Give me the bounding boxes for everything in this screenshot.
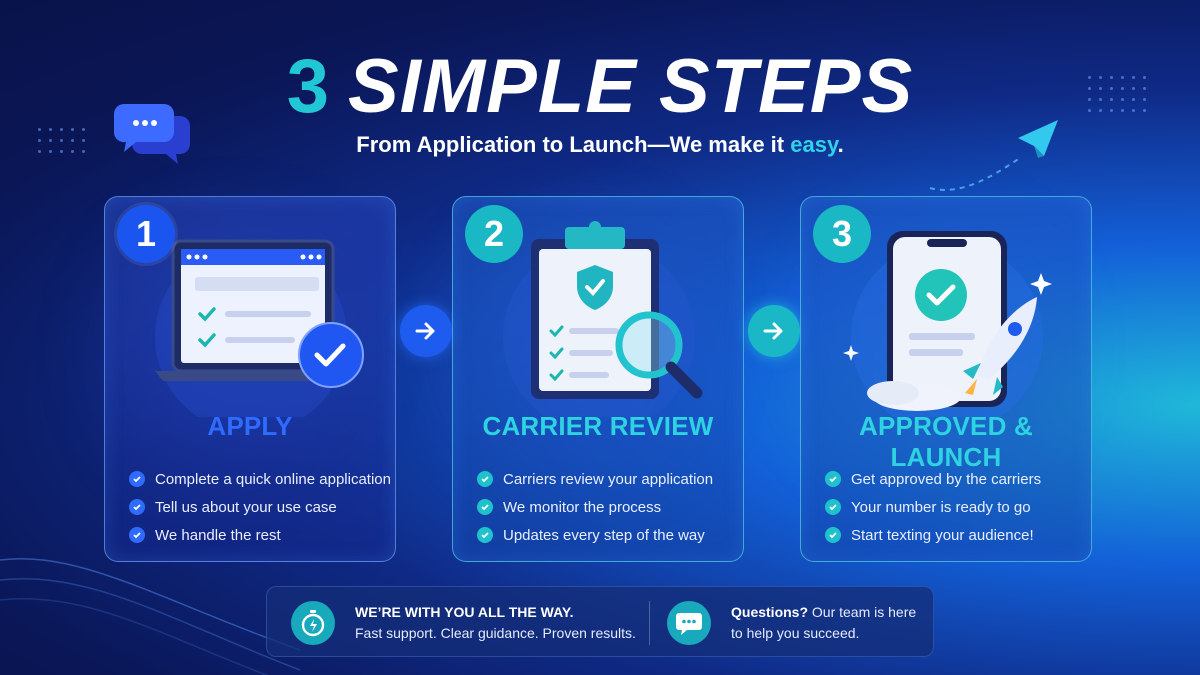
list-item: Tell us about your use case	[129, 493, 391, 521]
clipboard-icon	[503, 221, 703, 417]
list-item-text: Get approved by the carriers	[851, 470, 1042, 488]
list-item: We monitor the process	[477, 493, 713, 521]
check-icon	[129, 499, 145, 515]
step-number-badge: 3	[813, 205, 871, 263]
footer-right-line1: Our team is here	[811, 604, 917, 620]
check-icon	[825, 471, 841, 487]
page-subtitle: From Application to Launch—We make it ea…	[0, 132, 1200, 158]
rocket-icon	[963, 297, 1037, 395]
footer-left-body: Fast support. Clear guidance. Proven res…	[355, 625, 636, 641]
check-icon	[477, 471, 493, 487]
list-item: Complete a quick online application	[129, 465, 391, 493]
step-card-approved-launch: 3 APPROVED & LAUNCH Get approved by the …	[800, 196, 1092, 562]
step-checklist: Carriers review your application We moni…	[477, 465, 713, 549]
arrow-right-icon	[400, 305, 452, 357]
subtitle-main: From Application to Launch—We make it	[356, 132, 785, 157]
list-item-text: We monitor the process	[503, 498, 662, 516]
list-item-text: Start texting your audience!	[851, 526, 1034, 544]
list-item-text: Your number is ready to go	[851, 498, 1031, 516]
list-item-text: We handle the rest	[155, 526, 281, 544]
laptop-icon	[155, 239, 364, 417]
check-icon	[825, 527, 841, 543]
list-item: Your number is ready to go	[825, 493, 1041, 521]
phone-icon	[843, 231, 1052, 417]
step-card-apply: 1 APPLY Complete a quick online applicat…	[104, 196, 396, 562]
list-item-text: Updates every step of the way	[503, 526, 705, 544]
footer-left-heading: WE’RE WITH YOU ALL THE WAY.	[355, 604, 574, 620]
list-item: Carriers review your application	[477, 465, 713, 493]
list-item: Updates every step of the way	[477, 521, 713, 549]
list-item: We handle the rest	[129, 521, 391, 549]
check-icon	[825, 499, 841, 515]
wave-lines	[0, 558, 300, 675]
step-checklist: Complete a quick online application Tell…	[129, 465, 391, 549]
title-text: SIMPLE STEPS	[348, 44, 914, 129]
stopwatch-icon	[291, 601, 335, 645]
check-icon	[129, 471, 145, 487]
list-item: Start texting your audience!	[825, 521, 1041, 549]
check-icon	[129, 527, 145, 543]
paper-plane-icon	[929, 120, 1058, 191]
step-card-carrier-review: 2 CARRIER REVIEW Carriers review your ap…	[452, 196, 744, 562]
list-item-text: Carriers review your application	[503, 470, 714, 488]
list-item-text: Tell us about your use case	[155, 498, 337, 516]
check-icon	[477, 499, 493, 515]
step-number-badge: 2	[465, 205, 523, 263]
footer-right-text: Questions? Our team is here to help you …	[731, 602, 916, 644]
chat-bubbles-icon	[113, 104, 190, 164]
list-item-text: Complete a quick online application	[155, 470, 391, 488]
footer-left-text: WE’RE WITH YOU ALL THE WAY. Fast support…	[355, 602, 636, 644]
footer-banner: WE’RE WITH YOU ALL THE WAY. Fast support…	[266, 586, 934, 657]
footer-right-line2: to help you succeed.	[731, 625, 860, 641]
chat-icon	[667, 601, 711, 645]
subtitle-accent: easy	[790, 132, 838, 157]
step-checklist: Get approved by the carriers Your number…	[825, 465, 1041, 549]
title-number: 3	[286, 44, 331, 129]
subtitle-end: .	[837, 132, 844, 157]
magnifier-icon	[615, 311, 703, 399]
dot-grid-right	[1088, 76, 1146, 112]
arrow-right-icon	[748, 305, 800, 357]
list-item: Get approved by the carriers	[825, 465, 1041, 493]
step-title: APPLY	[207, 411, 293, 441]
step-title: APPROVED & LAUNCH	[859, 411, 1033, 472]
dot-grid-left	[38, 128, 85, 153]
footer-divider	[649, 601, 650, 645]
check-icon	[477, 527, 493, 543]
step-number-badge: 1	[117, 205, 175, 263]
step-title: CARRIER REVIEW	[482, 411, 714, 441]
footer-right-strong: Questions?	[731, 604, 809, 620]
